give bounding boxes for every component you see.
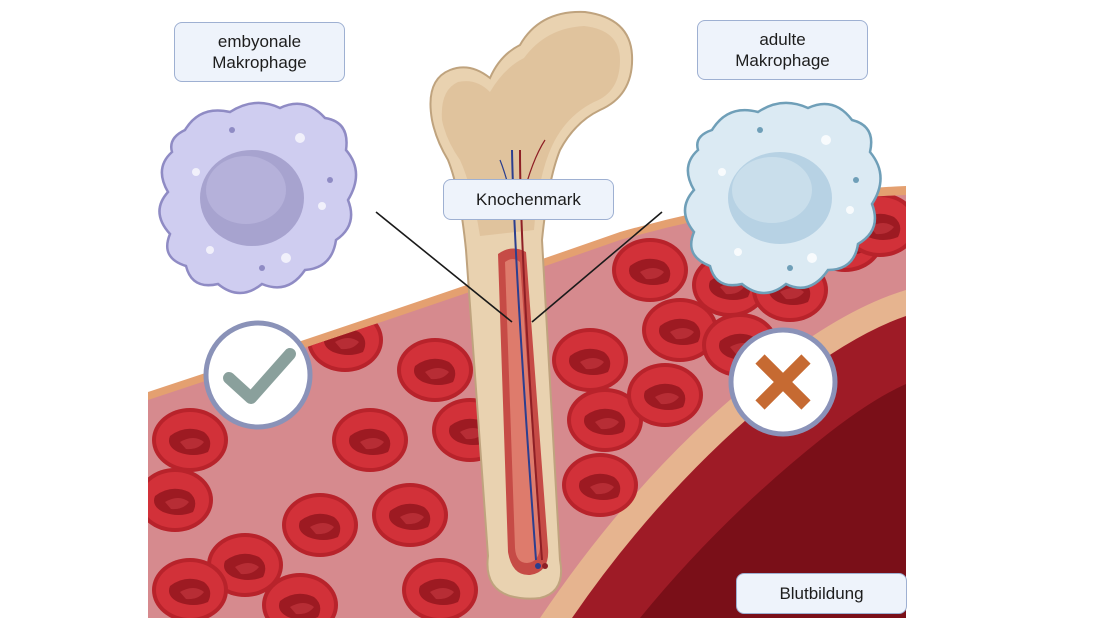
check-icon [203, 320, 313, 430]
red-blood-cell-icon [332, 408, 408, 472]
hematopoiesis-text: Blutbildung [779, 584, 864, 603]
red-blood-cell-icon [152, 408, 228, 472]
red-blood-cell-icon [552, 328, 628, 392]
adult-macrophage-icon [683, 101, 882, 295]
bone-marrow-label: Knochenmark [443, 179, 614, 220]
embryonic-label-line1: embyonale [217, 32, 302, 51]
connector-lines [375, 211, 663, 323]
adult-macrophage-label: adulte Makrophage [697, 20, 868, 80]
hematopoiesis-label: Blutbildung [736, 573, 907, 614]
red-blood-cell-icon [148, 468, 213, 532]
adult-label-line1: adulte [759, 30, 806, 49]
cross-icon [728, 327, 838, 437]
red-blood-cell-icon [397, 338, 473, 402]
bone-marrow-text: Knochenmark [476, 190, 581, 209]
embryonic-macrophage-icon [158, 101, 358, 295]
adult-label-line2: Makrophage [735, 51, 830, 70]
embryonic-macrophage-label: embyonale Makrophage [174, 22, 345, 82]
red-blood-cell-icon [562, 453, 638, 517]
red-blood-cell-icon [372, 483, 448, 547]
red-blood-cell-icon [627, 363, 703, 427]
embryonic-label-line2: Makrophage [212, 53, 307, 72]
red-blood-cell-icon [612, 238, 688, 302]
red-blood-cell-icon [282, 493, 358, 557]
